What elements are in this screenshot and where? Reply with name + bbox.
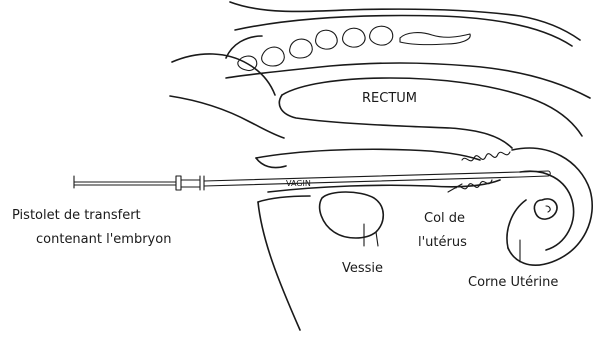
upper-body-inner-line (235, 16, 572, 46)
cervix-label-line1: Col de (424, 211, 465, 226)
ventral-wall (258, 202, 300, 330)
uterine-horn-label: Corne Utérine (468, 275, 558, 290)
uterine-horn-detail (546, 206, 550, 212)
pistolet-label-line1: Pistolet de transfert (12, 208, 141, 223)
ventral-wall-inner (258, 196, 310, 202)
vagina-upper-wall (256, 149, 480, 160)
bladder-label: Vessie (342, 261, 383, 276)
cervix-label-line2: l'utérus (418, 235, 467, 250)
vagina-upper-fold (256, 158, 286, 168)
uterine-horn (534, 199, 557, 219)
rectum-label: RECTUM (362, 91, 417, 106)
perineum-upper (170, 96, 284, 138)
uterus-inner-curve (520, 171, 574, 250)
colon-outline (226, 36, 262, 58)
cervix-leader (448, 184, 462, 192)
pistolet-label-line2: contenant l'embryon (36, 232, 171, 247)
bladder-outline (320, 192, 384, 238)
dorsal-wall-left (172, 54, 275, 95)
uterus-outer-curve (508, 148, 592, 265)
uterine-horn-ligament (507, 200, 526, 248)
bladder-neck (376, 232, 378, 246)
